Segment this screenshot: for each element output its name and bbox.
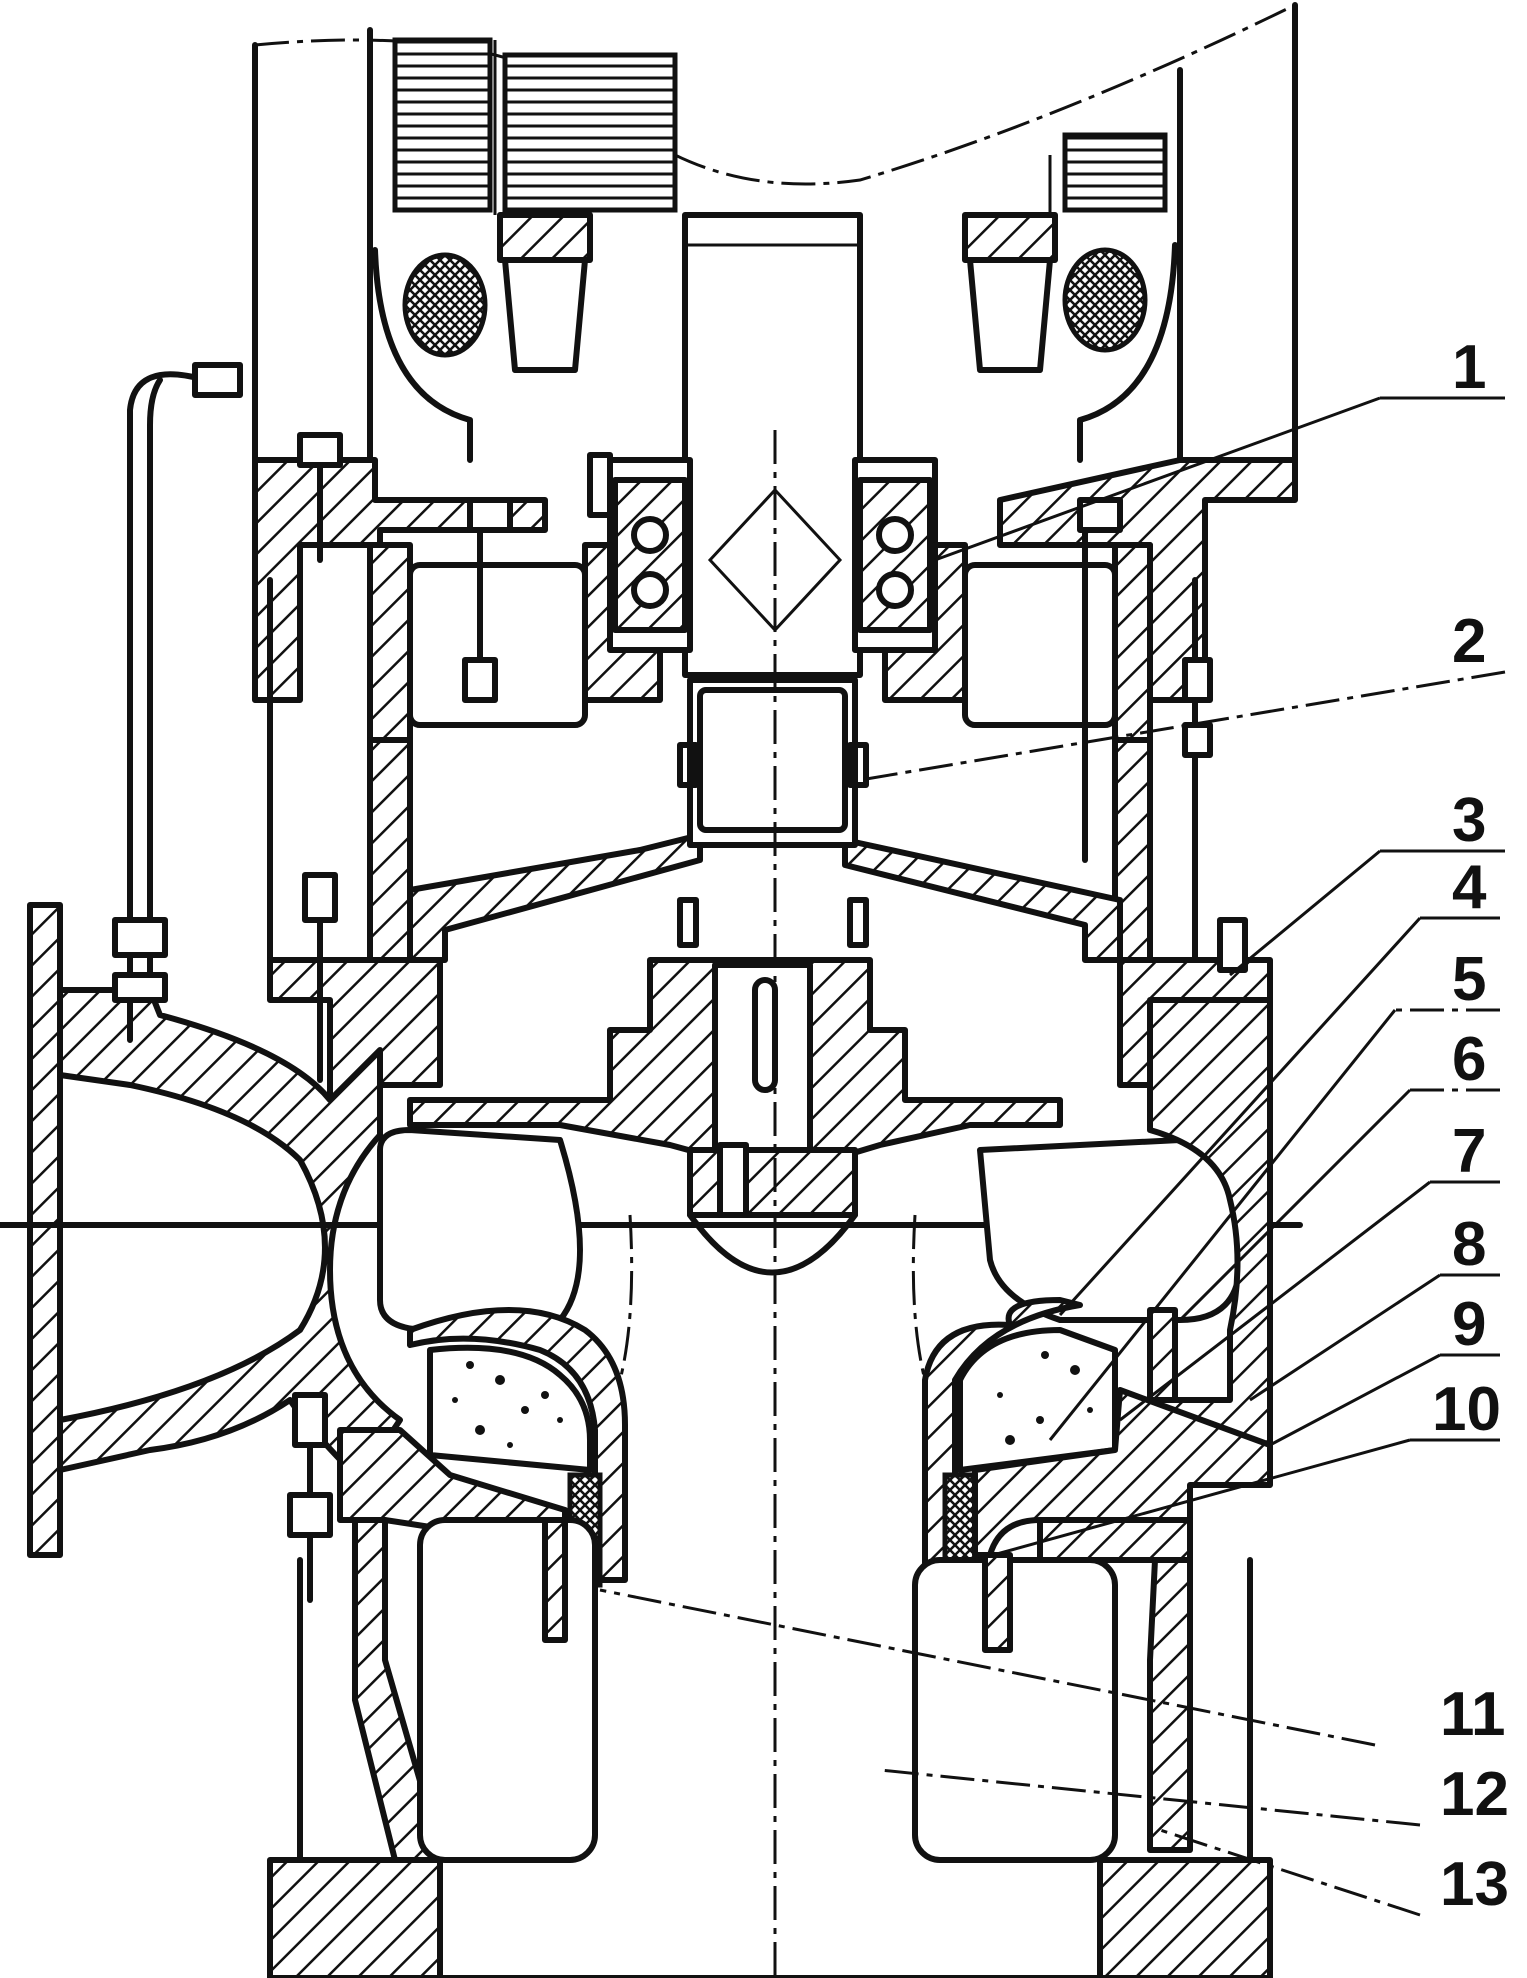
- suction-chamber-right: [912, 1557, 1118, 1863]
- winding-left: [402, 252, 488, 358]
- bolt: [292, 1392, 328, 1448]
- volute: [377, 997, 1273, 1451]
- volute-wall-right: [1147, 997, 1273, 1448]
- callout-12: 12: [1440, 1760, 1509, 1829]
- pump-casing-lower: [267, 1387, 1273, 1978]
- leader-lines: [599, 396, 1506, 1917]
- concrete-fill-left: [452, 1361, 563, 1448]
- bolt: [467, 497, 513, 533]
- bolt: [1077, 497, 1123, 533]
- seal-cover-plate: [407, 832, 703, 963]
- shaft-key: [752, 977, 778, 1093]
- leader-13: [1159, 1828, 1421, 1917]
- leader-11: [599, 1588, 1376, 1747]
- bolt: [287, 1492, 333, 1538]
- motor-seat-flange-right: [997, 457, 1298, 703]
- callout-10: 10: [1432, 1375, 1501, 1444]
- callout-5: 5: [1452, 945, 1486, 1014]
- base-flange-right: [1097, 1857, 1273, 1978]
- stator-core-right: [1062, 132, 1168, 213]
- callout-labels: 1 2 3 4 5 6 7 8 9 10 11 12 13: [1432, 333, 1509, 1919]
- coupling: [697, 687, 848, 833]
- callout-7: 7: [1452, 1117, 1486, 1186]
- discharge-flange: [27, 902, 63, 1558]
- casing-foot-right: [972, 1387, 1273, 1558]
- motor-break-line: [254, 3, 1296, 186]
- pipe-fitting: [112, 917, 168, 958]
- stator-core-left-inner: [502, 52, 678, 213]
- impeller-nut: [687, 1147, 858, 1218]
- inspection-cavity-right: [962, 562, 1118, 728]
- base-flange-left: [267, 1857, 443, 1978]
- volute-passage-left: [377, 1127, 583, 1333]
- impeller-cap: [687, 1212, 858, 1276]
- impeller-shroud-right: [922, 1297, 1083, 1583]
- callout-13: 13: [1440, 1850, 1509, 1919]
- bolt: [302, 872, 338, 923]
- volute-passage-right: [977, 1137, 1243, 1323]
- callout-4: 4: [1452, 853, 1487, 922]
- suction-wall-right: [1147, 1557, 1193, 1853]
- callout-9: 9: [1452, 1290, 1486, 1359]
- motor-shaft: [607, 212, 938, 678]
- callout-8: 8: [1452, 1210, 1486, 1279]
- callout-1: 1: [1452, 333, 1486, 402]
- callout-2: 2: [1452, 607, 1486, 676]
- discharge-elbow-wall: [57, 987, 403, 1483]
- rotor-ring-left: [497, 212, 593, 263]
- callout-6: 6: [1452, 1025, 1486, 1094]
- ball-bearing-left: [612, 477, 688, 633]
- bolt: [587, 452, 613, 518]
- pipe-fitting: [192, 362, 243, 398]
- mid-bracket: [267, 577, 1198, 963]
- pipe-fitting: [112, 972, 168, 1003]
- wear-ring-right-seat: [957, 1327, 1118, 1473]
- bolt: [1217, 917, 1248, 973]
- winding-right: [1062, 247, 1148, 353]
- callout-3: 3: [1452, 786, 1486, 855]
- concrete-fill-right: [997, 1351, 1093, 1445]
- callout-11: 11: [1440, 1680, 1506, 1749]
- bolt: [1182, 722, 1213, 758]
- impeller-shroud-left: [407, 1307, 628, 1583]
- bolt-boss-right: [1037, 1517, 1193, 1563]
- bolt: [297, 432, 343, 468]
- motor-section: [252, 2, 1298, 463]
- rotor-ring-right: [962, 212, 1058, 263]
- wear-ring-left-seat: [427, 1344, 593, 1473]
- leader-2: [859, 670, 1506, 782]
- stator-core-left: [392, 37, 493, 213]
- suction-chamber-left: [417, 1517, 598, 1863]
- bolt: [1182, 657, 1213, 703]
- cooling-pipe: [127, 371, 208, 1043]
- leader-12: [879, 1768, 1421, 1827]
